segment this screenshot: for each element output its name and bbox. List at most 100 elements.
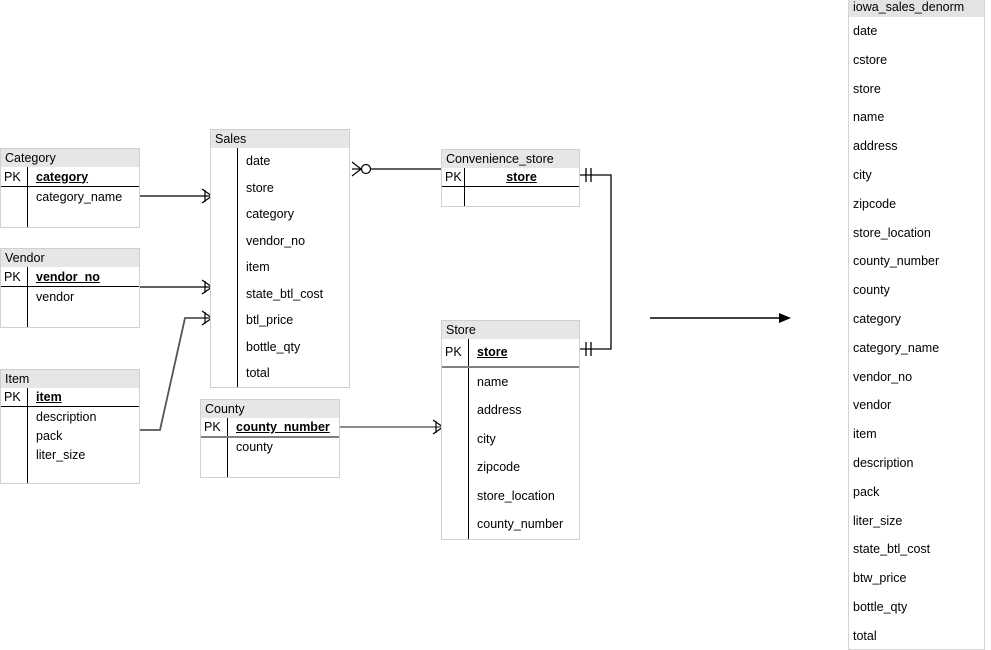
denorm-column-item[interactable]: store_location [853,225,931,240]
entity-row[interactable] [1,207,139,227]
entity-row[interactable]: category_name [1,187,139,207]
entity-row[interactable]: store [211,175,349,202]
denorm-column-item[interactable]: description [853,455,914,470]
pk-marker: PK [445,345,462,360]
entity-row[interactable]: liter_size [1,445,139,464]
denorm-column-item[interactable]: pack [853,484,880,499]
pk-marker: PK [4,390,21,404]
denorm-column-item[interactable]: category_name [853,340,940,355]
primary-key-field: item [36,390,62,404]
entity-row[interactable]: PK county_number [201,418,339,438]
entity-fields-convenience_store: PK store [442,168,579,206]
denorm-column-item[interactable]: county [853,283,890,298]
denorm-column-item[interactable]: name [853,110,885,125]
denorm-column-item[interactable]: btw_price [853,571,907,586]
entity-row[interactable]: total [211,360,349,387]
attribute-field: btl_price [246,313,294,328]
entity-row[interactable] [442,187,579,206]
denorm-column-item[interactable]: vendor_no [853,369,913,384]
primary-key-field: store [506,170,537,184]
attribute-field: liter_size [36,447,86,462]
entity-row[interactable]: vendor [1,287,139,307]
attribute-field: name [477,374,509,389]
attribute-field: date [246,154,271,169]
entity-title-sales: Sales [211,130,349,148]
pk-marker: PK [445,170,462,184]
entity-row[interactable] [201,457,339,477]
attribute-field: description [36,409,97,424]
entity-row[interactable] [1,464,139,483]
entity-row[interactable]: bottle_qty [211,334,349,361]
attribute-field: category [246,207,294,222]
primary-key-field: vendor_no [36,269,100,284]
entity-title-county: County [201,400,339,418]
attribute-field: total [246,366,270,381]
entity-row[interactable]: PK store [442,339,579,368]
entity-row[interactable]: address [442,396,579,425]
attribute-field: category_name [36,190,123,204]
entity-row[interactable]: date [211,148,349,175]
attribute-field: vendor_no [246,233,306,248]
denorm-column-item[interactable]: city [853,167,872,182]
entity-row[interactable]: PK vendor_no [1,267,139,287]
entity-row[interactable]: PK store [442,168,579,187]
pk-marker: PK [4,169,21,184]
denorm-column-item[interactable]: store [853,81,881,96]
entity-title-vendor: Vendor [1,249,139,267]
entity-row[interactable]: PK item [1,388,139,407]
entity-row[interactable]: county [201,438,339,458]
relationship-vendor-sales [140,279,213,295]
denorm-column-item[interactable]: cstore [853,52,888,67]
denorm-column-item[interactable]: bottle_qty [853,599,908,614]
entity-row[interactable]: item [211,254,349,281]
denorm-column-item[interactable]: category [853,311,901,326]
denorm-column-item[interactable]: county_number [853,254,940,269]
denorm-column-item[interactable]: date [853,24,878,38]
entity-row[interactable]: description [1,407,139,426]
entity-row[interactable]: btl_price [211,307,349,334]
entity-row[interactable]: county_number [442,510,579,539]
entity-row[interactable]: vendor_no [211,228,349,255]
attribute-field: city [477,431,496,446]
relationship-sales-conveniencestore [351,161,441,177]
denorm-column-item[interactable]: zipcode [853,196,897,211]
entity-title-item: Item [1,370,139,388]
denorm-column-item[interactable]: address [853,139,898,154]
attribute-field: vendor [36,290,75,304]
entity-row[interactable]: category [211,201,349,228]
entity-row[interactable]: state_btl_cost [211,281,349,308]
denorm-column-item[interactable]: item [853,427,877,442]
entity-fields-item: PK item description pack liter_size [1,388,139,483]
pk-marker: PK [204,419,221,434]
entity-title-category: Category [1,149,139,167]
pk-marker: PK [4,269,21,284]
entity-row[interactable]: name [442,368,579,397]
denorm-column-item[interactable]: state_btl_cost [853,542,931,557]
denorm-column-item[interactable]: total [853,628,877,643]
entity-row[interactable]: zipcode [442,453,579,482]
denorm-column-item[interactable]: vendor [853,398,892,413]
entity-row[interactable] [1,307,139,327]
denorm-column-list: date cstore store name address city zipcode sto… [849,17,984,649]
entity-row[interactable]: store_location [442,482,579,511]
primary-key-field: county_number [236,419,330,434]
entity-row[interactable]: city [442,425,579,454]
entity-row[interactable]: pack [1,426,139,445]
attribute-field: bottle_qty [246,339,301,354]
denormalization-flow-arrow [650,313,791,323]
denorm-column-item[interactable]: liter_size [853,513,903,528]
attribute-field: pack [36,428,63,443]
primary-key-field: store [477,345,508,360]
